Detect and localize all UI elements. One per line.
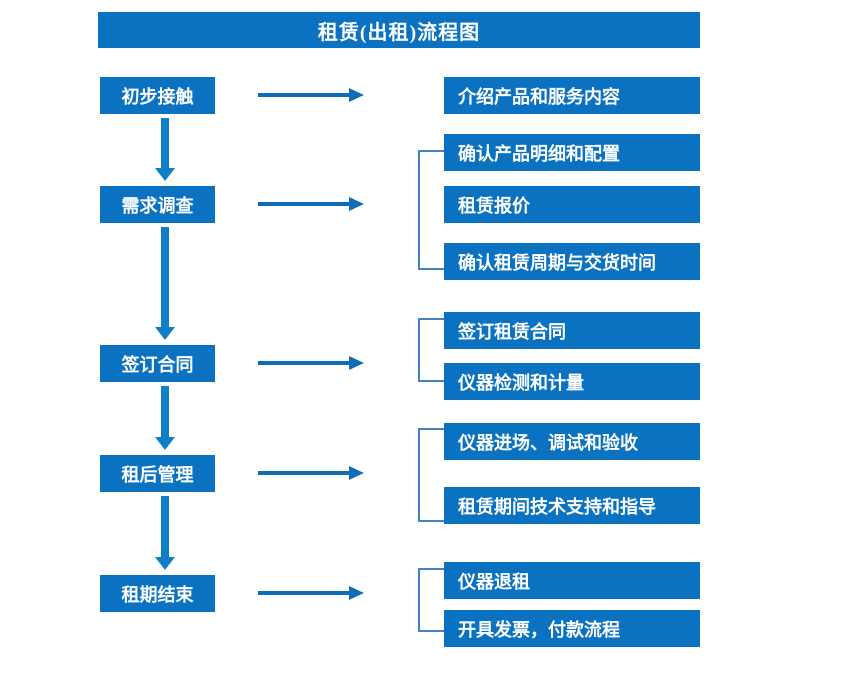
- flowchart-title-bar: 租赁(出租)流程图: [98, 12, 700, 48]
- down-arrow-icon: [155, 496, 175, 570]
- left-bracket-icon: [418, 150, 444, 270]
- right-arrow-icon: [258, 356, 364, 370]
- stage-box-sign-contract[interactable]: 签订合同: [100, 345, 215, 382]
- detail-label: 介绍产品和服务内容: [458, 86, 620, 107]
- detail-box-introduce-products[interactable]: 介绍产品和服务内容: [444, 77, 700, 114]
- detail-label: 开具发票，付款流程: [458, 619, 620, 640]
- detail-box-technical-support[interactable]: 租赁期间技术支持和指导: [444, 487, 700, 524]
- detail-label: 签订租赁合同: [458, 321, 566, 342]
- stage-box-post-rental-management[interactable]: 租后管理: [100, 455, 215, 492]
- down-arrow-icon: [155, 227, 175, 340]
- stage-label: 租期结束: [121, 584, 194, 605]
- detail-box-confirm-product-spec[interactable]: 确认产品明细和配置: [444, 134, 700, 171]
- stage-box-requirement-survey[interactable]: 需求调查: [100, 186, 215, 223]
- right-arrow-icon: [258, 88, 364, 102]
- stage-box-rental-end[interactable]: 租期结束: [100, 575, 215, 612]
- detail-label: 租赁期间技术支持和指导: [458, 496, 656, 517]
- detail-box-confirm-rental-period[interactable]: 确认租赁周期与交货时间: [444, 243, 700, 280]
- left-bracket-icon: [418, 428, 444, 522]
- page-title: 租赁(出租)流程图: [317, 21, 481, 44]
- stage-box-initial-contact[interactable]: 初步接触: [100, 77, 215, 114]
- stage-label: 签订合同: [121, 354, 194, 375]
- detail-label: 确认产品明细和配置: [458, 143, 620, 164]
- detail-box-instrument-inspection[interactable]: 仪器检测和计量: [444, 363, 700, 400]
- right-arrow-icon: [258, 197, 364, 211]
- detail-label: 仪器检测和计量: [458, 372, 584, 393]
- right-arrow-icon: [258, 586, 364, 600]
- detail-label: 确认租赁周期与交货时间: [458, 252, 656, 273]
- detail-box-instrument-return[interactable]: 仪器退租: [444, 562, 700, 599]
- stage-label: 需求调查: [121, 195, 194, 216]
- down-arrow-icon: [155, 118, 175, 181]
- detail-box-rental-quotation[interactable]: 租赁报价: [444, 186, 700, 223]
- detail-label: 仪器进场、调试和验收: [458, 432, 638, 453]
- stage-label: 租后管理: [121, 464, 194, 485]
- detail-box-sign-rental-contract[interactable]: 签订租赁合同: [444, 312, 700, 349]
- down-arrow-icon: [155, 386, 175, 450]
- right-arrow-icon: [258, 466, 364, 480]
- detail-label: 租赁报价: [458, 195, 530, 216]
- left-bracket-icon: [418, 318, 444, 382]
- detail-box-invoice-payment[interactable]: 开具发票，付款流程: [444, 610, 700, 647]
- detail-label: 仪器退租: [458, 571, 530, 592]
- left-bracket-icon: [418, 568, 444, 632]
- stage-label: 初步接触: [121, 86, 194, 107]
- detail-box-instrument-arrival-commission[interactable]: 仪器进场、调试和验收: [444, 423, 700, 460]
